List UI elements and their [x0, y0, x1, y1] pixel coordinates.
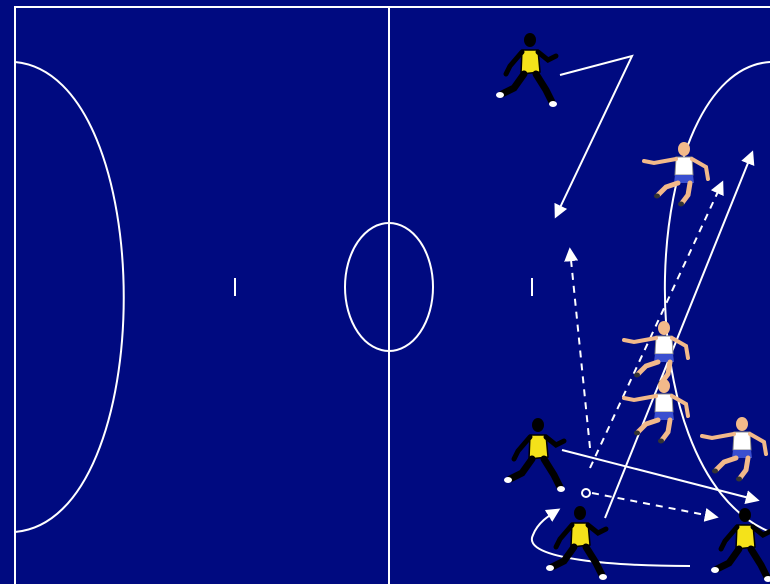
defender-3: [624, 379, 688, 444]
defender-4: [702, 417, 766, 482]
defender-2: [624, 321, 688, 386]
court-lines: [15, 7, 770, 584]
run-wing-cut: [556, 56, 632, 216]
pass-to-wing-area: [570, 250, 590, 448]
pass-deep: [590, 183, 722, 468]
defenders: [624, 142, 766, 482]
court-boundary: [15, 7, 770, 584]
run-back-diagonal: [562, 450, 757, 500]
run-long-diagonal: [605, 153, 752, 518]
attacker-top: [496, 33, 557, 107]
attacker-mid: [504, 418, 565, 492]
attackers: [496, 33, 770, 582]
right-goal-area: [665, 62, 770, 532]
defender-1: [644, 142, 708, 207]
left-goal-area: [15, 62, 124, 532]
ball: [582, 489, 590, 497]
pass-arrows: [570, 183, 722, 517]
attacker-bottom: [546, 506, 607, 580]
movement-arrows: [532, 56, 757, 566]
attacker-corner: [711, 508, 770, 582]
run-playmaker-curve: [532, 510, 690, 566]
